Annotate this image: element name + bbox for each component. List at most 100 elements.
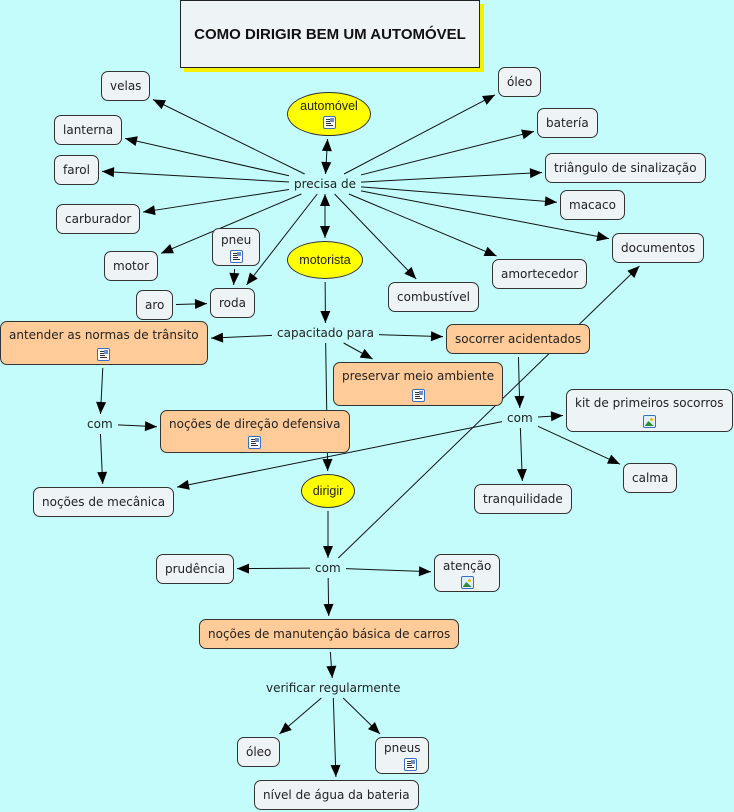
- concept-lanterna[interactable]: lanterna: [54, 115, 123, 145]
- concept-label: noções de direção defensiva: [169, 417, 341, 431]
- concept-calma[interactable]: calma: [623, 463, 678, 493]
- concept-label: pneu: [221, 233, 252, 247]
- connection-line: [332, 697, 337, 778]
- link-com-dirigir[interactable]: com: [313, 561, 343, 575]
- arrowhead: [529, 168, 542, 179]
- concept-automovel[interactable]: automóvel: [287, 92, 371, 136]
- concept-pneus[interactable]: pneus: [375, 737, 430, 774]
- connection-line: [334, 193, 417, 280]
- connection-line: [537, 425, 621, 465]
- arrowhead: [321, 161, 332, 174]
- link-precisa-de[interactable]: precisa de: [292, 177, 359, 191]
- arrowhead: [320, 310, 331, 323]
- arrowhead: [430, 331, 443, 342]
- concept-manutencao[interactable]: noções de manutenção básica de carros: [199, 619, 460, 649]
- concept-mecanica[interactable]: noções de mecânica: [33, 487, 175, 517]
- connection-line: [360, 186, 558, 203]
- concept-label: motorista: [299, 253, 351, 267]
- arrowhead: [177, 479, 190, 490]
- connection-line: [101, 170, 290, 183]
- link-com-socorrer[interactable]: com: [505, 411, 535, 425]
- arrowhead: [322, 458, 333, 471]
- concept-dirigir[interactable]: dirigir: [301, 474, 355, 508]
- concept-defensiva[interactable]: noções de direção defensiva: [160, 410, 350, 453]
- connection-line: [176, 421, 503, 488]
- connection-line: [124, 137, 290, 177]
- concept-preservar[interactable]: preservar meio ambiente: [333, 362, 504, 406]
- concept-motorista[interactable]: motorista: [287, 241, 363, 279]
- concept-agua-bateria[interactable]: nível de água da bateria: [254, 780, 419, 810]
- arrowhead: [229, 272, 240, 285]
- arrowhead: [143, 205, 156, 216]
- image-icon[interactable]: [460, 576, 474, 589]
- arrowhead: [330, 764, 341, 777]
- arrowhead: [96, 401, 107, 414]
- document-icon[interactable]: [404, 758, 417, 771]
- connection-line: [343, 94, 496, 175]
- connection-line: [348, 193, 497, 257]
- concept-documentos[interactable]: documentos: [612, 233, 705, 263]
- arrowhead: [607, 454, 620, 465]
- concept-velas[interactable]: velas: [101, 71, 151, 101]
- document-icon[interactable]: [248, 436, 262, 449]
- connection-line: [337, 265, 640, 559]
- arrowhead: [359, 348, 373, 359]
- connection-line: [152, 99, 305, 175]
- concept-socorrer[interactable]: socorrer acidentados: [446, 324, 591, 354]
- link-com-normas[interactable]: com: [85, 417, 115, 431]
- arrowhead: [320, 226, 330, 238]
- concept-carburador[interactable]: carburador: [56, 204, 141, 234]
- connection-line: [345, 568, 432, 573]
- arrowhead: [482, 94, 495, 105]
- concept-bateria[interactable]: batería: [537, 108, 598, 138]
- link-capacitado-para[interactable]: capacitado para: [275, 326, 376, 340]
- concept-label: pneus: [384, 741, 421, 755]
- concept-aro[interactable]: aro: [136, 290, 174, 320]
- document-icon[interactable]: [229, 250, 243, 263]
- concept-oleo[interactable]: óleo: [498, 67, 542, 97]
- arrowhead: [404, 266, 417, 279]
- concept-combustivel[interactable]: combustível: [388, 282, 479, 312]
- arrowhead: [144, 421, 157, 432]
- arrowhead: [125, 136, 138, 146]
- arrowhead: [516, 468, 527, 481]
- document-icon[interactable]: [411, 389, 425, 402]
- arrowhead: [483, 246, 497, 256]
- arrowhead: [544, 196, 557, 207]
- arrowhead: [279, 722, 292, 734]
- concept-label: dirigir: [312, 484, 344, 498]
- connection-line: [142, 189, 290, 213]
- concept-triangulo[interactable]: triângulo de sinalização: [545, 153, 706, 183]
- concept-farol[interactable]: farol: [54, 155, 99, 185]
- concept-pneu[interactable]: pneu: [212, 228, 261, 266]
- arrowhead: [320, 194, 330, 206]
- concept-prudencia[interactable]: prudência: [156, 554, 235, 584]
- connection-line: [246, 193, 318, 286]
- connection-line: [160, 193, 302, 254]
- concept-label: antender as normas de trânsito: [9, 328, 199, 342]
- concept-motor[interactable]: motor: [104, 251, 159, 281]
- document-icon[interactable]: [97, 348, 111, 361]
- image-icon[interactable]: [642, 415, 656, 428]
- arrowhead: [102, 167, 115, 178]
- arrowhead: [326, 665, 337, 678]
- concept-tranquilidade[interactable]: tranquilidade: [474, 484, 572, 514]
- document-icon[interactable]: [322, 116, 336, 129]
- concept-oleo-check[interactable]: óleo: [237, 737, 281, 767]
- concept-normas[interactable]: antender as normas de trânsito: [0, 321, 208, 365]
- concept-roda[interactable]: roda: [210, 288, 255, 318]
- arrowhead: [97, 471, 108, 484]
- arrowhead: [323, 546, 333, 558]
- concept-amortecedor[interactable]: amortecedor: [492, 259, 588, 289]
- concept-kit[interactable]: kit de primeiros socorros: [566, 389, 733, 432]
- connection-line: [360, 190, 610, 240]
- arrowhead: [418, 566, 431, 577]
- arrowhead: [367, 722, 381, 734]
- concept-macaco[interactable]: macaco: [560, 190, 625, 220]
- connection-line: [236, 567, 311, 570]
- concept-atencao[interactable]: atenção: [434, 554, 501, 592]
- connection-line: [360, 171, 543, 183]
- link-verificar-regularmente[interactable]: verificar regularmente: [264, 681, 403, 695]
- concept-label: kit de primeiros socorros: [575, 396, 724, 410]
- map-title: COMO DIRIGIR BEM UM AUTOMÓVEL: [180, 0, 480, 68]
